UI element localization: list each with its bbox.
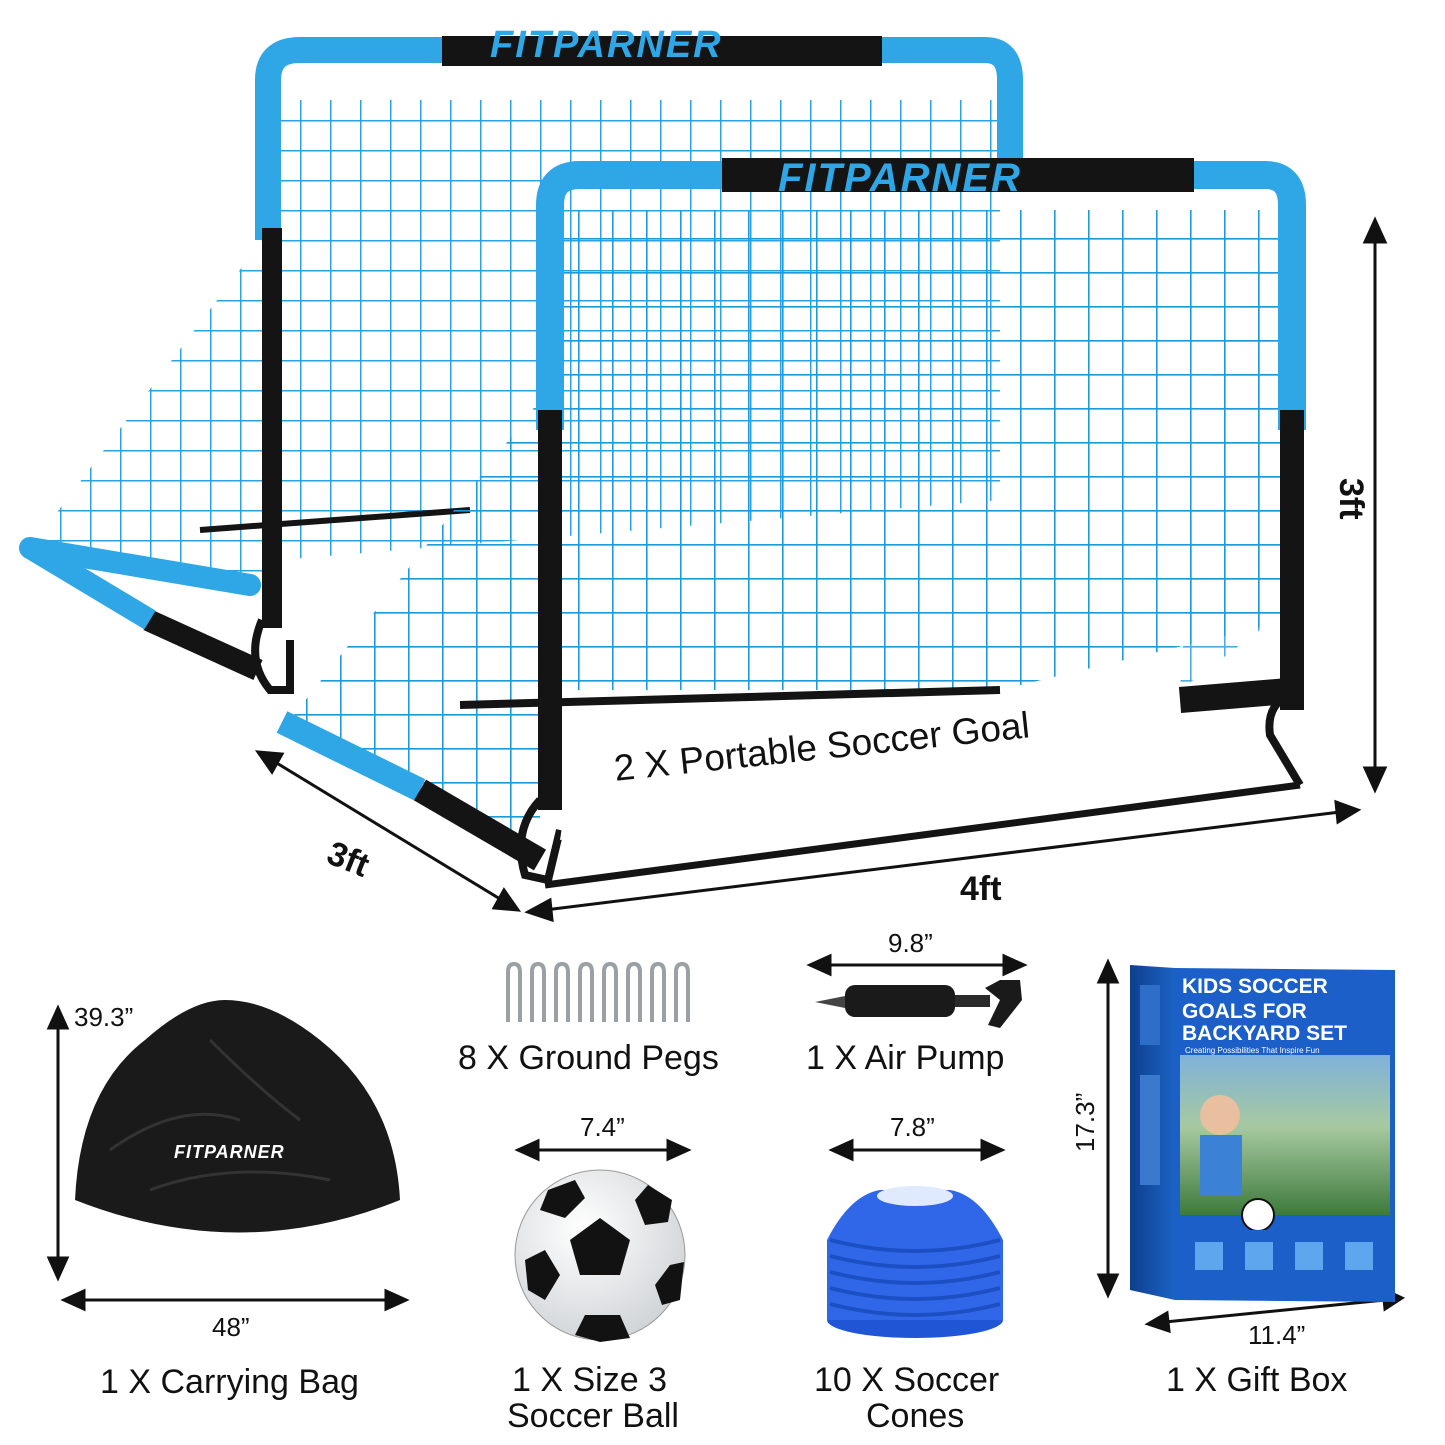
box-height-label: 17.3” — [1070, 1092, 1100, 1152]
pegs-caption: 8 X Ground Pegs — [458, 1039, 719, 1077]
box-title-line1: KIDS SOCCER — [1182, 975, 1328, 998]
front-goal-left-post — [538, 410, 562, 810]
carrying-bag — [46, 1000, 410, 1312]
cones-caption-line1: 10 X Soccer — [814, 1361, 1000, 1399]
front-goal-back-net — [560, 210, 1290, 690]
bag-logo: FITPARNER — [174, 1142, 285, 1162]
box-width-label: 11.4” — [1248, 1320, 1306, 1350]
bag-caption: 1 X Carrying Bag — [100, 1363, 359, 1401]
box-title-line3: BACKYARD SET — [1182, 1022, 1347, 1045]
pump-width-label: 9.8” — [888, 928, 933, 958]
box-title-line2: GOALS FOR — [1182, 1000, 1307, 1023]
cones-width-label: 7.8” — [890, 1112, 935, 1142]
goal-dimension-arrows — [254, 216, 1388, 923]
back-goal-brand-band — [442, 36, 882, 66]
goal-height-label: 3ft — [1332, 478, 1370, 520]
ground-pegs-icon — [506, 961, 690, 1022]
back-goal-side-net — [30, 230, 270, 600]
ball-width-label: 7.4” — [580, 1112, 625, 1142]
front-goal-brand-band — [722, 158, 1194, 192]
air-pump-icon — [806, 953, 1028, 1028]
ball-caption-line2: Soccer Ball — [507, 1397, 679, 1435]
pump-caption: 1 X Air Pump — [806, 1039, 1005, 1077]
soccer-ball-icon — [514, 1138, 692, 1342]
back-goal-left-post — [262, 228, 282, 628]
front-goal — [276, 158, 1306, 889]
box-tagline: Creating Possibilities That Inspire Fun — [1185, 1046, 1320, 1055]
box-caption: 1 X Gift Box — [1166, 1361, 1348, 1399]
front-goal-ground-strap — [544, 781, 1301, 889]
front-goal-right-post — [1280, 410, 1304, 710]
bag-width-label: 48” — [212, 1312, 250, 1342]
front-goal-brand-logo: FITPARNER — [778, 156, 1022, 200]
cones-caption-line2: Cones — [866, 1397, 965, 1435]
soccer-cones-icon — [827, 1138, 1006, 1338]
bag-height-label: 39.3” — [74, 1002, 134, 1032]
ball-caption-line1: 1 X Size 3 — [512, 1361, 667, 1399]
back-goal-brand-logo: FITPARNER — [490, 24, 723, 66]
gift-box-icon — [1096, 958, 1406, 1334]
goal-width-label: 4ft — [960, 870, 1002, 908]
